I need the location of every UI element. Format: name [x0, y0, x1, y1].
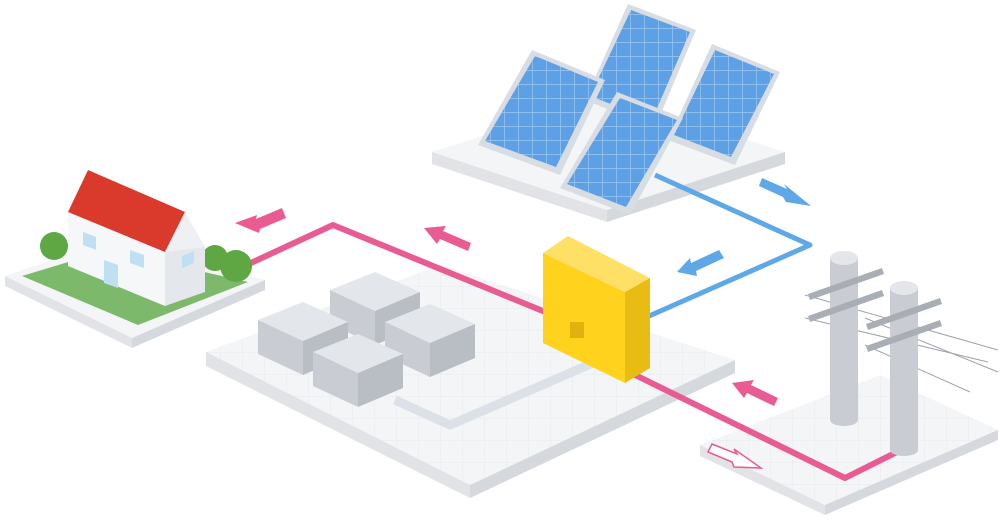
ac-line-grid	[623, 367, 907, 481]
battery-link-line	[393, 355, 602, 430]
arrow-to-inverter-icon	[677, 250, 724, 276]
utility-pole-icon	[804, 251, 999, 456]
utility-pole	[866, 281, 942, 456]
battery-unit	[313, 334, 403, 407]
solar-panel	[668, 44, 780, 165]
solar-panel-icon	[478, 4, 780, 215]
arrow-to-house-icon	[424, 226, 471, 251]
solar-panel	[585, 4, 696, 128]
grid-platform	[700, 375, 998, 515]
battery-storage-icon	[258, 272, 475, 407]
ac-line-house	[238, 222, 562, 321]
solar-panel	[478, 50, 605, 175]
arrow-to-house-icon	[235, 208, 286, 233]
battery-unit	[385, 304, 475, 377]
house-icon	[40, 170, 252, 306]
arrow-from-grid-icon	[732, 380, 778, 406]
inverter-panel	[570, 322, 584, 338]
solar-panel	[560, 92, 683, 215]
utility-pole	[808, 251, 884, 426]
arrow-to-grid-icon	[706, 443, 764, 469]
arrow-solar-output-icon	[759, 178, 811, 206]
tree-icon	[40, 232, 68, 260]
power-conditioner-icon	[543, 236, 650, 383]
tree-icon	[220, 250, 252, 282]
battery-platform	[206, 265, 735, 498]
dc-line	[638, 172, 813, 323]
